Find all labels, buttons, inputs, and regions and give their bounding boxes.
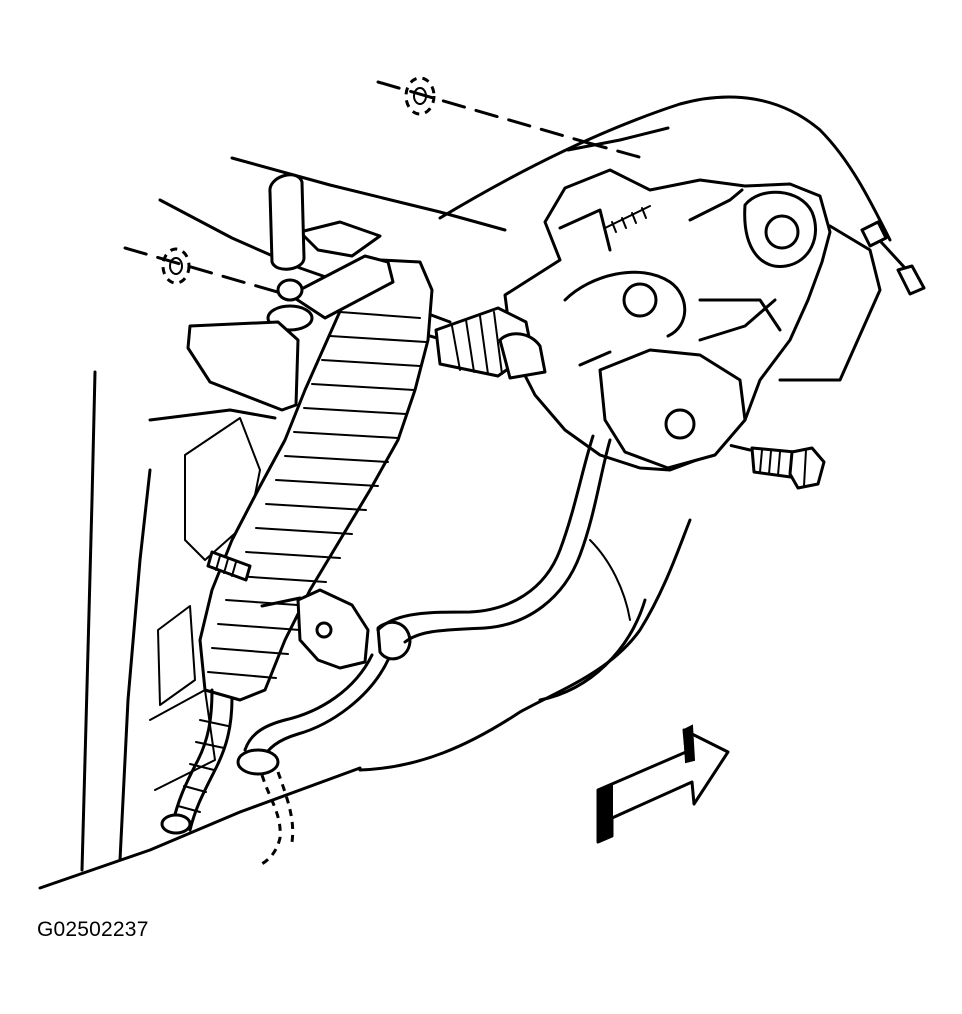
right-cable-end [862,222,924,294]
cable-bracket-clip [262,590,410,668]
view-direction-arrow [598,726,728,842]
lower-harness [162,690,232,833]
mounting-bolt [752,448,824,488]
body-panel-outline [40,158,690,888]
figure-code: G02502237 [37,918,149,941]
push-retainer-lower [163,249,189,283]
screw-left [208,552,250,580]
shift-control-assembly [505,170,830,470]
push-retainer-upper [406,78,434,114]
cable-bellows-boot [188,256,432,700]
cable-end-connector [436,308,545,378]
shift-cable [238,436,610,866]
console-bracket-outline [440,97,890,380]
